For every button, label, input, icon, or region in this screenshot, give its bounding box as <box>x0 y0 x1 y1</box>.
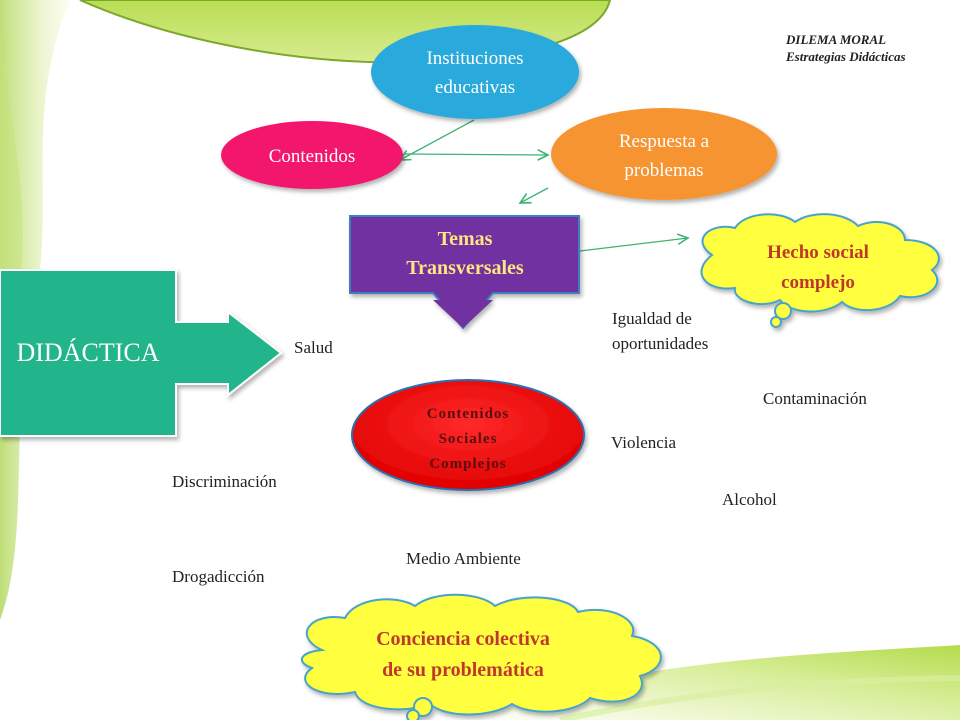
topic-salud: Salud <box>294 338 333 357</box>
hecho-line2: complejo <box>781 272 855 293</box>
didactica-arrow-shape <box>0 269 283 437</box>
connectors <box>400 119 688 252</box>
node-conciencia: Conciencia colectiva de su problemática <box>300 593 662 720</box>
left-green-band <box>0 0 70 620</box>
node-contenidos-sociales: Contenidos Sociales Complejos <box>351 379 585 491</box>
arrow-contenidos-to-respuesta <box>404 154 548 155</box>
arrow-respuesta-to-temas <box>520 187 549 203</box>
header-subtitle: Estrategias Didácticas <box>786 49 906 64</box>
arrow-instituciones-to-contenidos <box>400 119 475 160</box>
temas-line1: Temas <box>438 228 493 250</box>
contenidos-label: Contenidos <box>269 146 356 167</box>
header-title: DILEMA MORAL <box>786 32 887 47</box>
topic-igualdad-line2: oportunidades <box>612 334 709 353</box>
conciencia-line1: Conciencia colectiva <box>376 628 550 650</box>
respuesta-ellipse <box>551 108 777 200</box>
respuesta-line1: Respuesta a <box>619 131 710 152</box>
topic-discriminacion: Discriminación <box>172 472 277 491</box>
conciencia-cloud-shape <box>300 593 662 716</box>
hecho-cloud-shape <box>700 213 940 313</box>
topic-igualdad-line1: Igualdad de <box>612 309 692 328</box>
contenidos-sociales-line3: Complejos <box>429 456 506 472</box>
header-block: DILEMA MORAL Estrategias Didácticas <box>786 31 906 65</box>
topic-alcohol: Alcohol <box>722 490 777 509</box>
temas-line2: Transversales <box>406 257 524 279</box>
contenidos-ellipse <box>221 121 403 189</box>
topic-drogadiccion: Drogadicción <box>172 567 265 586</box>
node-didactica: DIDÁCTICA <box>0 269 283 437</box>
node-respuesta: Respuesta a problemas <box>551 108 777 200</box>
topic-igualdad: Igualdad de oportunidades <box>612 306 708 356</box>
hecho-line1: Hecho social <box>767 242 869 263</box>
topic-contaminacion: Contaminación <box>763 389 867 408</box>
contenidos-sociales-line1: Contenidos <box>427 406 510 422</box>
hecho-cloud-bubble-1 <box>774 302 792 320</box>
temas-arrow-tip <box>433 293 493 328</box>
instituciones-line1: Instituciones <box>426 48 523 69</box>
instituciones-ellipse <box>371 25 579 119</box>
arrow-temas-to-hecho <box>579 238 688 252</box>
contenidos-sociales-ellipse <box>351 379 585 491</box>
node-contenidos: Contenidos <box>221 121 403 189</box>
didactica-label: DIDÁCTICA <box>17 338 160 367</box>
respuesta-line2: problemas <box>624 160 703 181</box>
node-instituciones: Instituciones educativas <box>371 25 579 119</box>
contenidos-sociales-line2: Sociales <box>439 431 498 447</box>
node-temas: Temas Transversales <box>349 215 580 330</box>
bottom-green-stroke <box>559 675 960 720</box>
conciencia-cloud-bubble-2 <box>406 709 420 720</box>
topic-medio-ambiente: Medio Ambiente <box>406 549 521 568</box>
conciencia-cloud-bubble-1 <box>413 697 433 717</box>
instituciones-line2: educativas <box>435 77 515 98</box>
hecho-cloud-bubble-2 <box>770 316 782 328</box>
node-hecho: Hecho social complejo <box>700 213 940 328</box>
topic-violencia: Violencia <box>611 433 677 452</box>
conciencia-line2: de su problemática <box>382 659 544 681</box>
